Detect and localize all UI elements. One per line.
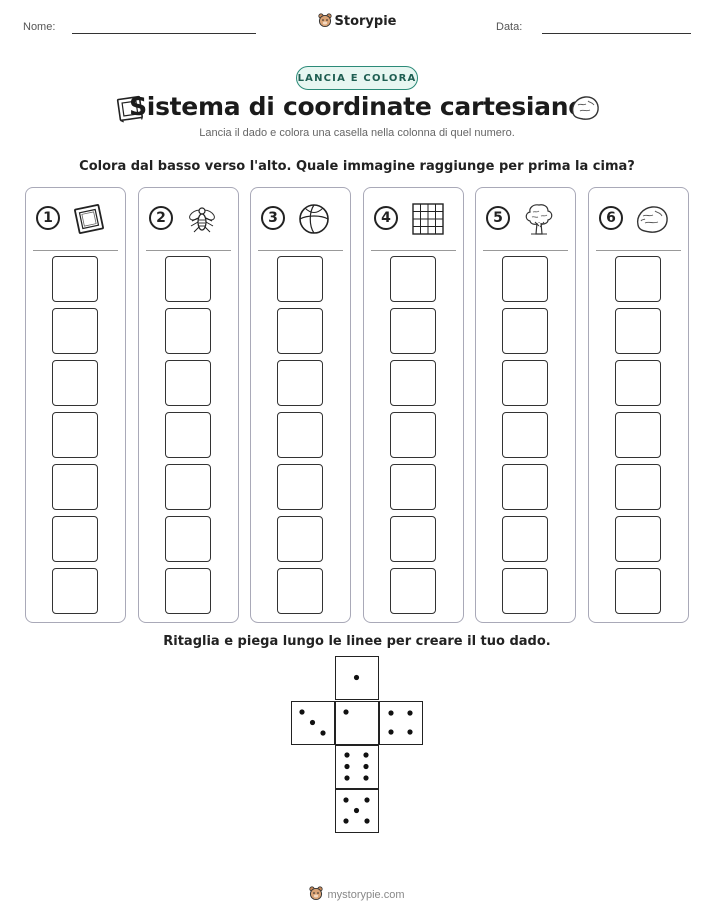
color-box[interactable]: [502, 360, 548, 406]
color-box[interactable]: [277, 464, 323, 510]
instruction: Colora dal basso verso l'alto. Quale imm…: [79, 159, 635, 174]
color-box[interactable]: [615, 412, 661, 458]
color-box[interactable]: [165, 360, 211, 406]
column-number: 6: [599, 206, 623, 230]
color-box[interactable]: [615, 516, 661, 562]
ball-icon: [295, 202, 333, 236]
fly-icon: [183, 202, 221, 236]
die-face-left: [291, 701, 335, 745]
tree-icon: [520, 202, 558, 236]
color-box[interactable]: [615, 360, 661, 406]
frame-icon: [114, 95, 146, 123]
die-face-top: [335, 656, 379, 700]
column-divider: [146, 250, 231, 251]
column-3: 3: [250, 187, 351, 623]
brand-name: Storypie: [334, 14, 397, 29]
grid-icon: [408, 202, 446, 236]
color-box[interactable]: [615, 464, 661, 510]
column-number: 5: [486, 206, 510, 230]
color-box[interactable]: [502, 412, 548, 458]
die-face-bottom: [335, 789, 379, 833]
date-line: [542, 33, 691, 34]
color-box[interactable]: [390, 308, 436, 354]
color-box[interactable]: [277, 308, 323, 354]
color-box[interactable]: [502, 464, 548, 510]
color-box[interactable]: [502, 256, 548, 302]
color-box[interactable]: [165, 516, 211, 562]
column-1: 1: [25, 187, 126, 623]
footer: mystorypie.com: [0, 886, 714, 904]
column-2: 2: [138, 187, 239, 623]
date-label: Data:: [496, 21, 523, 33]
column-divider: [258, 250, 343, 251]
frame-icon: [70, 202, 108, 236]
die-face-right: [379, 701, 423, 745]
column-4: 4: [363, 187, 464, 623]
rock-icon: [568, 93, 602, 123]
color-box[interactable]: [52, 360, 98, 406]
name-line: [72, 33, 256, 34]
color-box[interactable]: [390, 256, 436, 302]
column-number: 4: [374, 206, 398, 230]
color-box[interactable]: [52, 308, 98, 354]
color-box[interactable]: [52, 412, 98, 458]
color-box[interactable]: [165, 308, 211, 354]
color-box[interactable]: [277, 360, 323, 406]
column-number: 2: [149, 206, 173, 230]
color-box[interactable]: [390, 516, 436, 562]
color-box[interactable]: [390, 568, 436, 614]
color-box[interactable]: [615, 568, 661, 614]
die-face-middle-bottom: [335, 745, 379, 789]
color-box[interactable]: [390, 360, 436, 406]
color-box[interactable]: [52, 516, 98, 562]
color-box[interactable]: [390, 464, 436, 510]
color-box[interactable]: [52, 256, 98, 302]
name-label: Nome:: [23, 21, 56, 33]
color-box[interactable]: [52, 568, 98, 614]
column-divider: [596, 250, 681, 251]
column-divider: [371, 250, 456, 251]
color-box[interactable]: [165, 412, 211, 458]
color-box[interactable]: [502, 308, 548, 354]
bear-icon: [309, 886, 324, 904]
brand-logo: Storypie: [0, 13, 714, 32]
color-box[interactable]: [390, 412, 436, 458]
column-divider: [483, 250, 568, 251]
column-divider: [33, 250, 118, 251]
column-number: 3: [261, 206, 285, 230]
color-box[interactable]: [615, 256, 661, 302]
color-box[interactable]: [165, 464, 211, 510]
color-box[interactable]: [502, 568, 548, 614]
color-box[interactable]: [277, 568, 323, 614]
color-box[interactable]: [277, 412, 323, 458]
bear-icon: [317, 13, 332, 32]
color-box[interactable]: [52, 464, 98, 510]
footer-url[interactable]: mystorypie.com: [327, 889, 405, 901]
color-box[interactable]: [615, 308, 661, 354]
color-box[interactable]: [165, 568, 211, 614]
color-box[interactable]: [277, 516, 323, 562]
color-box[interactable]: [165, 256, 211, 302]
activity-badge: LANCIA E COLORA: [296, 66, 418, 90]
column-6: 6: [588, 187, 689, 623]
rock-icon: [633, 202, 671, 236]
page-title: Sistema di coordinate cartesiane: [129, 92, 585, 121]
color-box[interactable]: [277, 256, 323, 302]
subtitle: Lancia il dado e colora una casella nell…: [199, 127, 515, 139]
column-number: 1: [36, 206, 60, 230]
cut-instruction: Ritaglia e piega lungo le linee per crea…: [163, 634, 551, 649]
color-box[interactable]: [502, 516, 548, 562]
column-5: 5: [475, 187, 576, 623]
die-face-center: [335, 701, 379, 745]
